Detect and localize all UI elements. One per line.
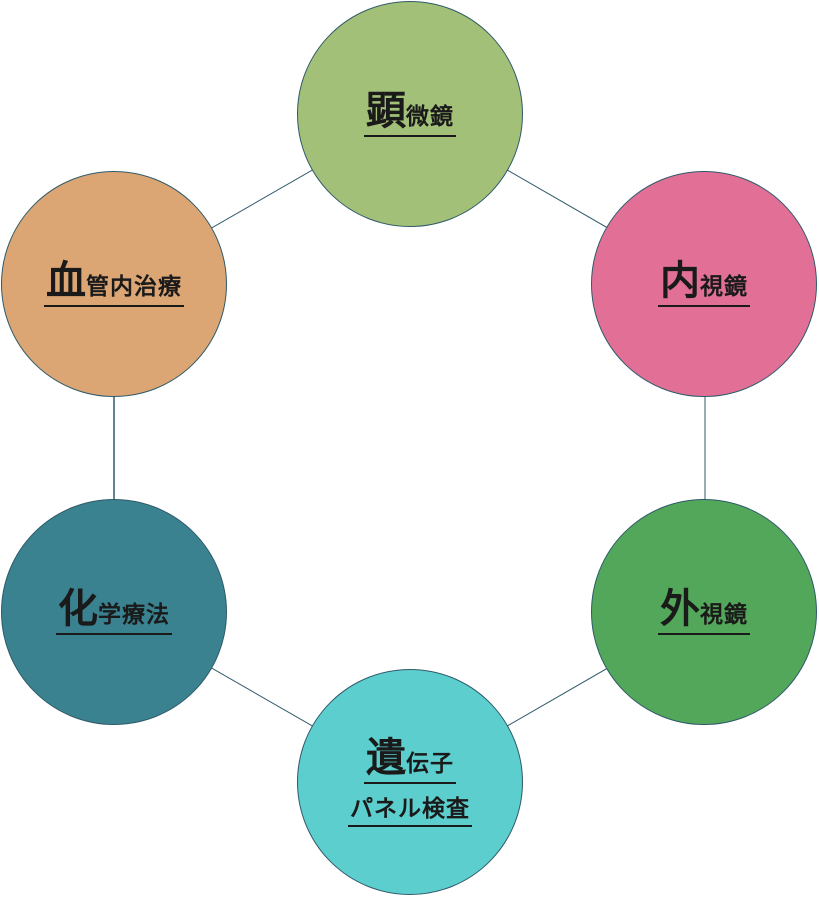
node-microscope[interactable]: 顕微鏡 <box>297 1 523 227</box>
label-initial: 化 <box>58 586 98 632</box>
node-endovascular[interactable]: 血管内治療 <box>1 171 227 397</box>
label-rest: 学療法 <box>98 602 170 628</box>
label-initial: 顕 <box>366 88 406 134</box>
node-label: 血管内治療 <box>44 261 184 307</box>
node-chemotherapy[interactable]: 化学療法 <box>1 499 227 725</box>
label-rest: 微鏡 <box>406 104 454 130</box>
label-rest: 視鏡 <box>700 602 748 628</box>
label-rest: 管内治療 <box>86 274 182 300</box>
node-label: 外視鏡 <box>658 589 750 635</box>
label-initial: 血 <box>46 258 86 304</box>
node-label: 化学療法 <box>56 589 172 635</box>
label-initial: 内 <box>660 258 700 304</box>
node-label: 顕微鏡 <box>364 91 456 137</box>
label-initial: 遺 <box>366 734 406 781</box>
node-genetic-panel[interactable]: 遺伝子 パネル検査 <box>297 669 523 895</box>
node-label-line2: パネル検査 <box>348 797 472 827</box>
node-endoscope[interactable]: 内視鏡 <box>591 171 817 397</box>
node-exoscope[interactable]: 外視鏡 <box>591 499 817 725</box>
label-rest: 視鏡 <box>700 274 748 300</box>
node-label: 内視鏡 <box>658 261 750 307</box>
node-label: 遺伝子 <box>364 738 456 784</box>
label-rest: 伝子 <box>406 750 454 777</box>
label-initial: 外 <box>660 586 700 632</box>
